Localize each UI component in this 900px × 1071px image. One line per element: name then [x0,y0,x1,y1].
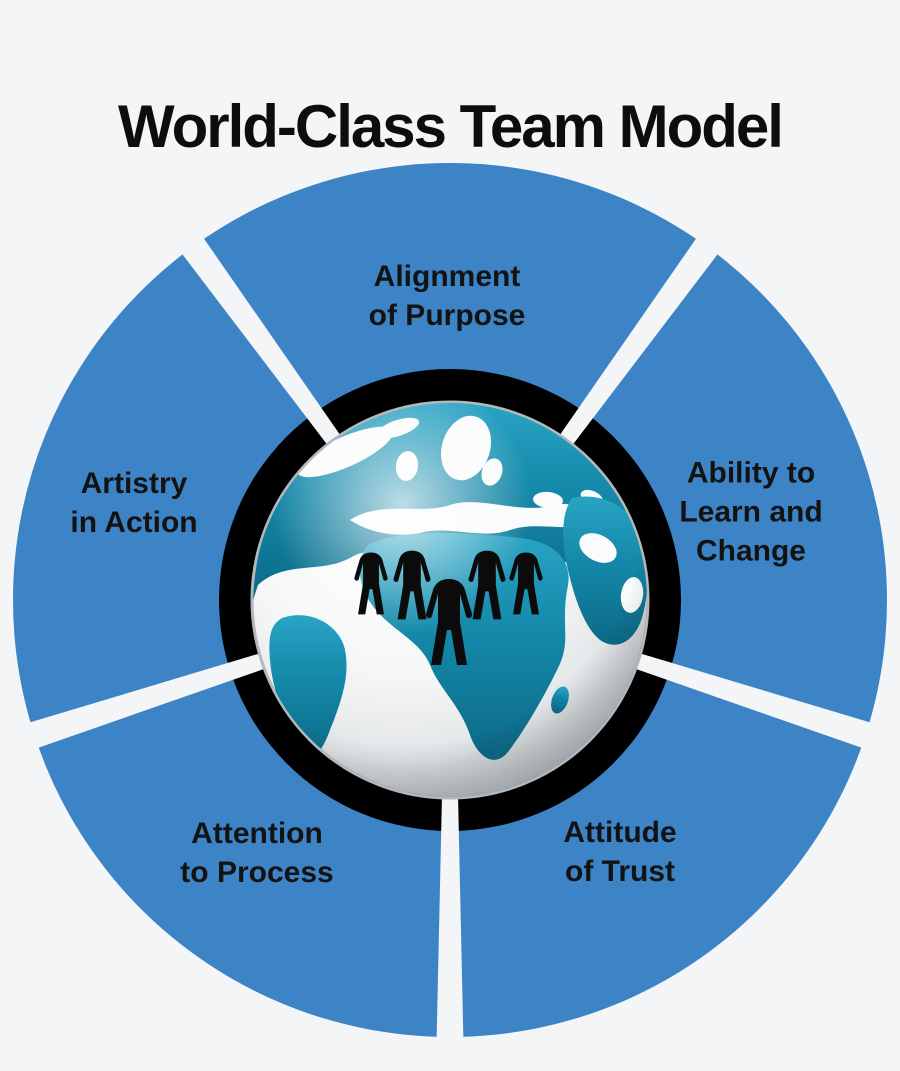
separator-spoke [0,652,267,762]
separator-spoke [558,177,763,447]
segment-separators [0,177,900,1071]
diagram-title: World-Class Team Model [118,93,784,161]
separator-spoke [137,177,342,447]
separator-spoke [633,652,900,762]
separator-spoke [435,795,465,1071]
